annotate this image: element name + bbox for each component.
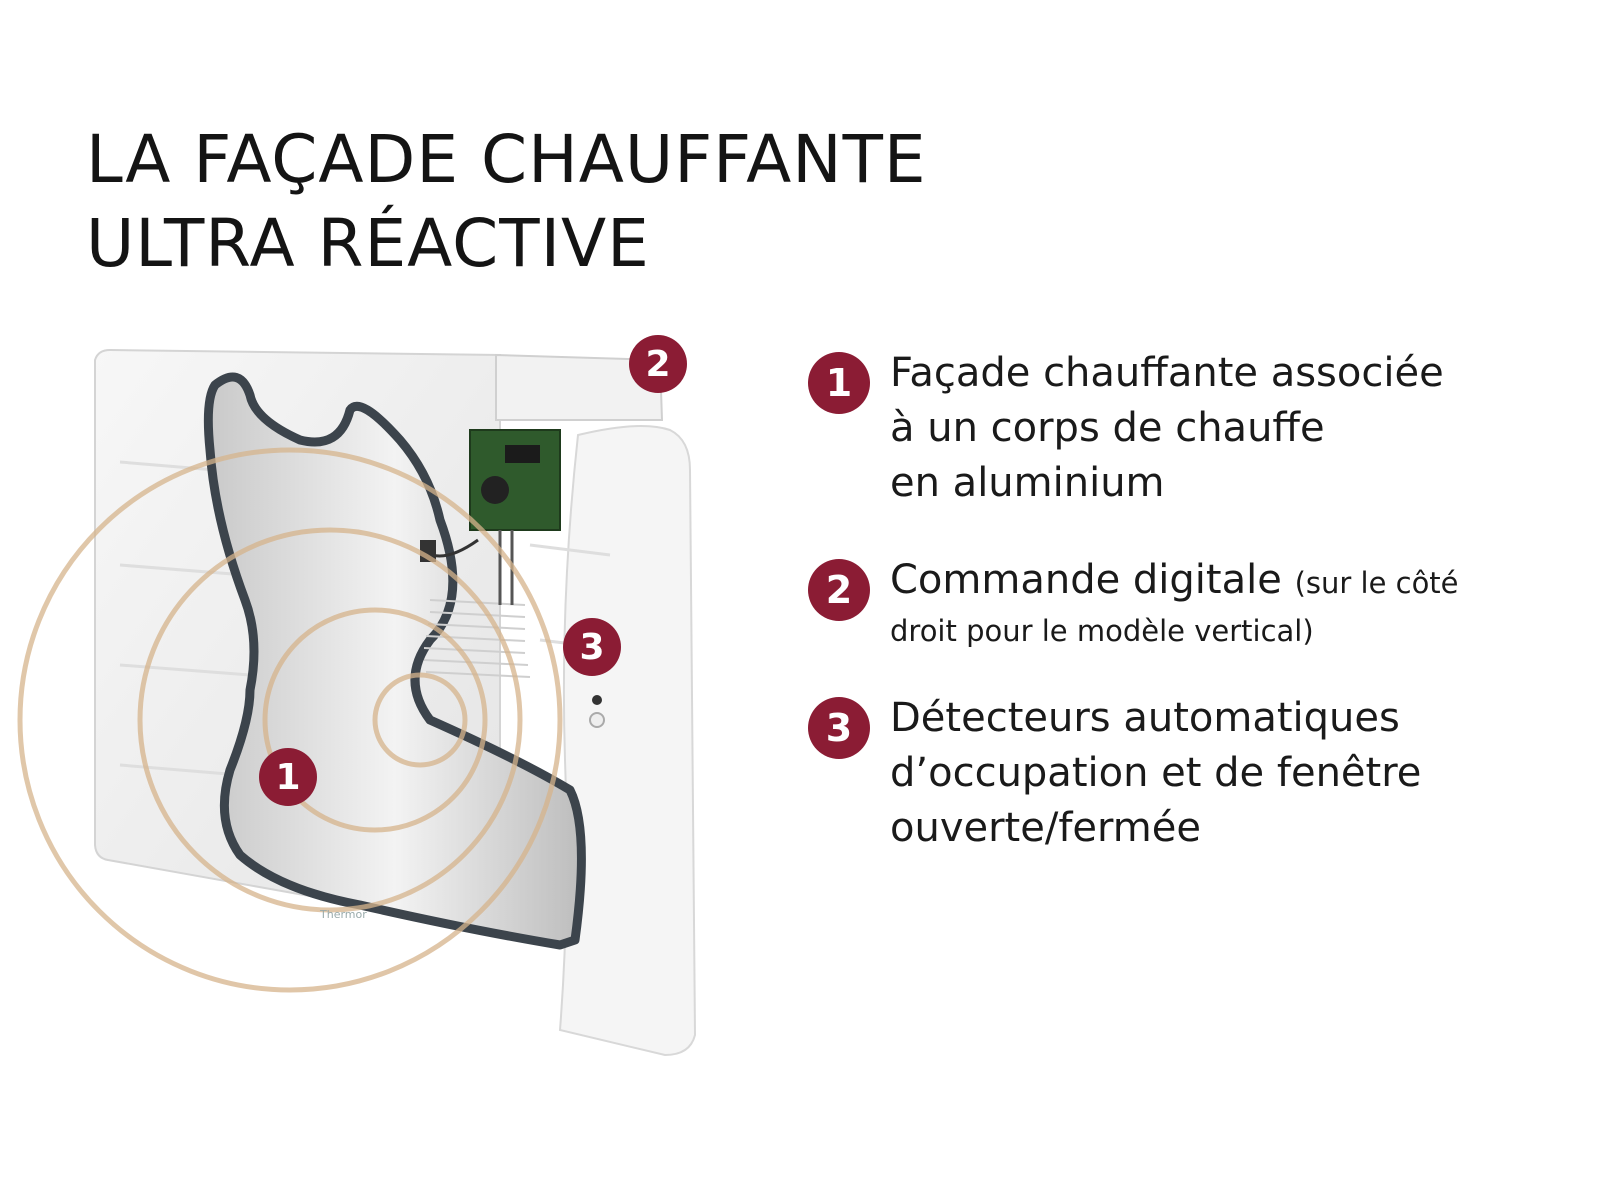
circuit-chip [505,445,540,463]
legend: 1 Façade chauffante associée à un corps … [808,346,1578,856]
page-title: LA FAÇADE CHAUFFANTE ULTRA RÉACTIVE [86,118,927,286]
radiator-illustration: Thermor 1 2 3 [0,300,780,1120]
legend-badge-2: 2 [808,559,870,621]
legend-text-3: Détecteurs automatiques d’occupation et … [890,691,1578,856]
legend-item-3: 3 Détecteurs automatiques d’occupation e… [808,691,1578,856]
callout-badge-3: 3 [563,618,621,676]
legend-badge-1: 1 [808,352,870,414]
legend-item-2: 2 Commande digitale (sur le côté droit p… [808,553,1578,651]
side-panel [558,425,697,1057]
legend-text-2: Commande digitale (sur le côté droit pou… [890,553,1578,651]
legend-3-line-1: Détecteurs automatiques [890,695,1400,741]
radiator-cutaway-drawing: Thermor [17,348,697,1057]
control-housing [495,353,664,421]
legend-2-main: Commande digitale [890,557,1282,603]
legend-1-line-1: Façade chauffante associée [890,350,1444,396]
heat-waves [17,447,563,993]
legend-1-line-2: à un corps de chauffe [890,405,1325,451]
legend-2-note-end: droit pour le modèle vertical) [890,614,1314,648]
legend-1-line-3: en aluminium [890,460,1165,506]
legend-3-line-2: d’occupation et de fenêtre [890,750,1422,796]
sensor-lens [589,712,605,728]
title-line-1: LA FAÇADE CHAUFFANTE [86,121,927,198]
sensor-dot [592,695,602,705]
legend-badge-3: 3 [808,697,870,759]
legend-3-line-3: ouverte/fermée [890,805,1201,851]
callout-badge-1: 1 [259,748,317,806]
legend-item-1: 1 Façade chauffante associée à un corps … [808,346,1578,511]
circuit-component [481,476,509,504]
brand-label: Thermor [319,908,367,921]
legend-text-1: Façade chauffante associée à un corps de… [890,346,1578,511]
legend-2-note-start: (sur le côté [1294,566,1459,600]
callout-badge-2: 2 [629,335,687,393]
title-line-2: ULTRA RÉACTIVE [86,205,650,282]
